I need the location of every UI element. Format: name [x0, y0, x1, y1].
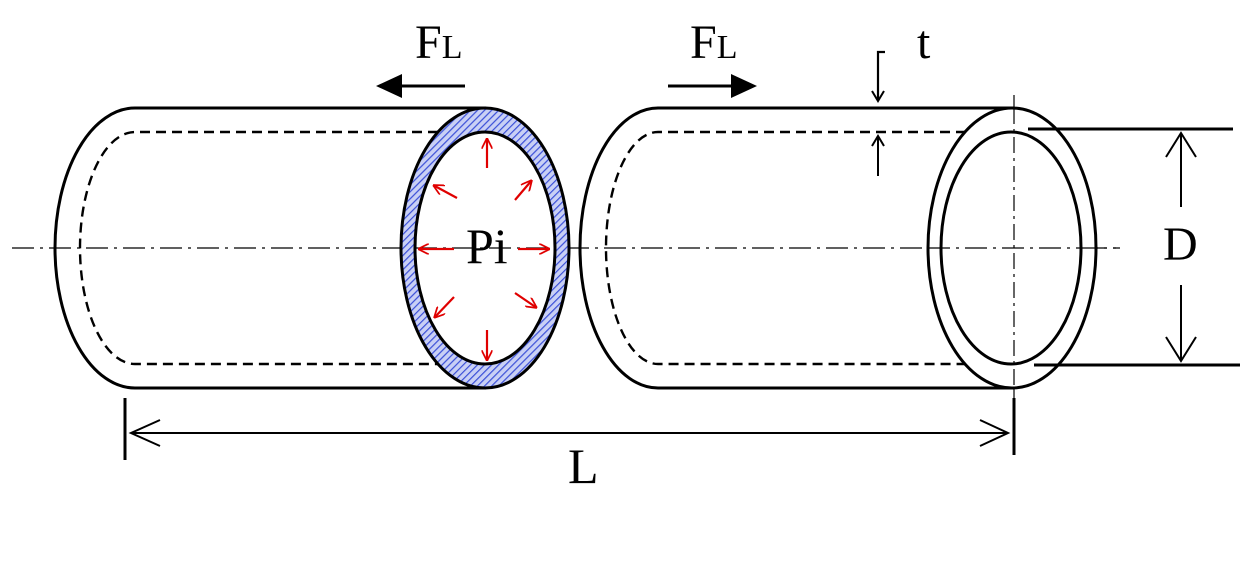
force-label-left: FL: [415, 16, 462, 69]
pressure-arrow-lower-left: [434, 296, 455, 318]
pressure-arrow-upper-right: [514, 180, 532, 201]
pressure-arrows: [418, 138, 550, 361]
pressure-arrow-lower-right: [514, 292, 537, 308]
pressure-arrow-upper-left: [433, 184, 458, 199]
length-dimension: [123, 398, 1016, 460]
axial-force-right: [668, 74, 757, 98]
right-pipe-segment: [578, 106, 1120, 390]
left-pipe-segment: [53, 106, 571, 390]
thickness-dimension: [871, 50, 885, 176]
internal-pressure-label: Pi: [466, 218, 508, 274]
diameter-dimension: [1028, 127, 1240, 367]
diameter-label: D: [1163, 218, 1198, 271]
length-label: L: [568, 438, 599, 494]
force-label-right: FL: [690, 16, 737, 69]
thickness-label: t: [917, 16, 931, 69]
axial-force-left: [376, 74, 465, 98]
